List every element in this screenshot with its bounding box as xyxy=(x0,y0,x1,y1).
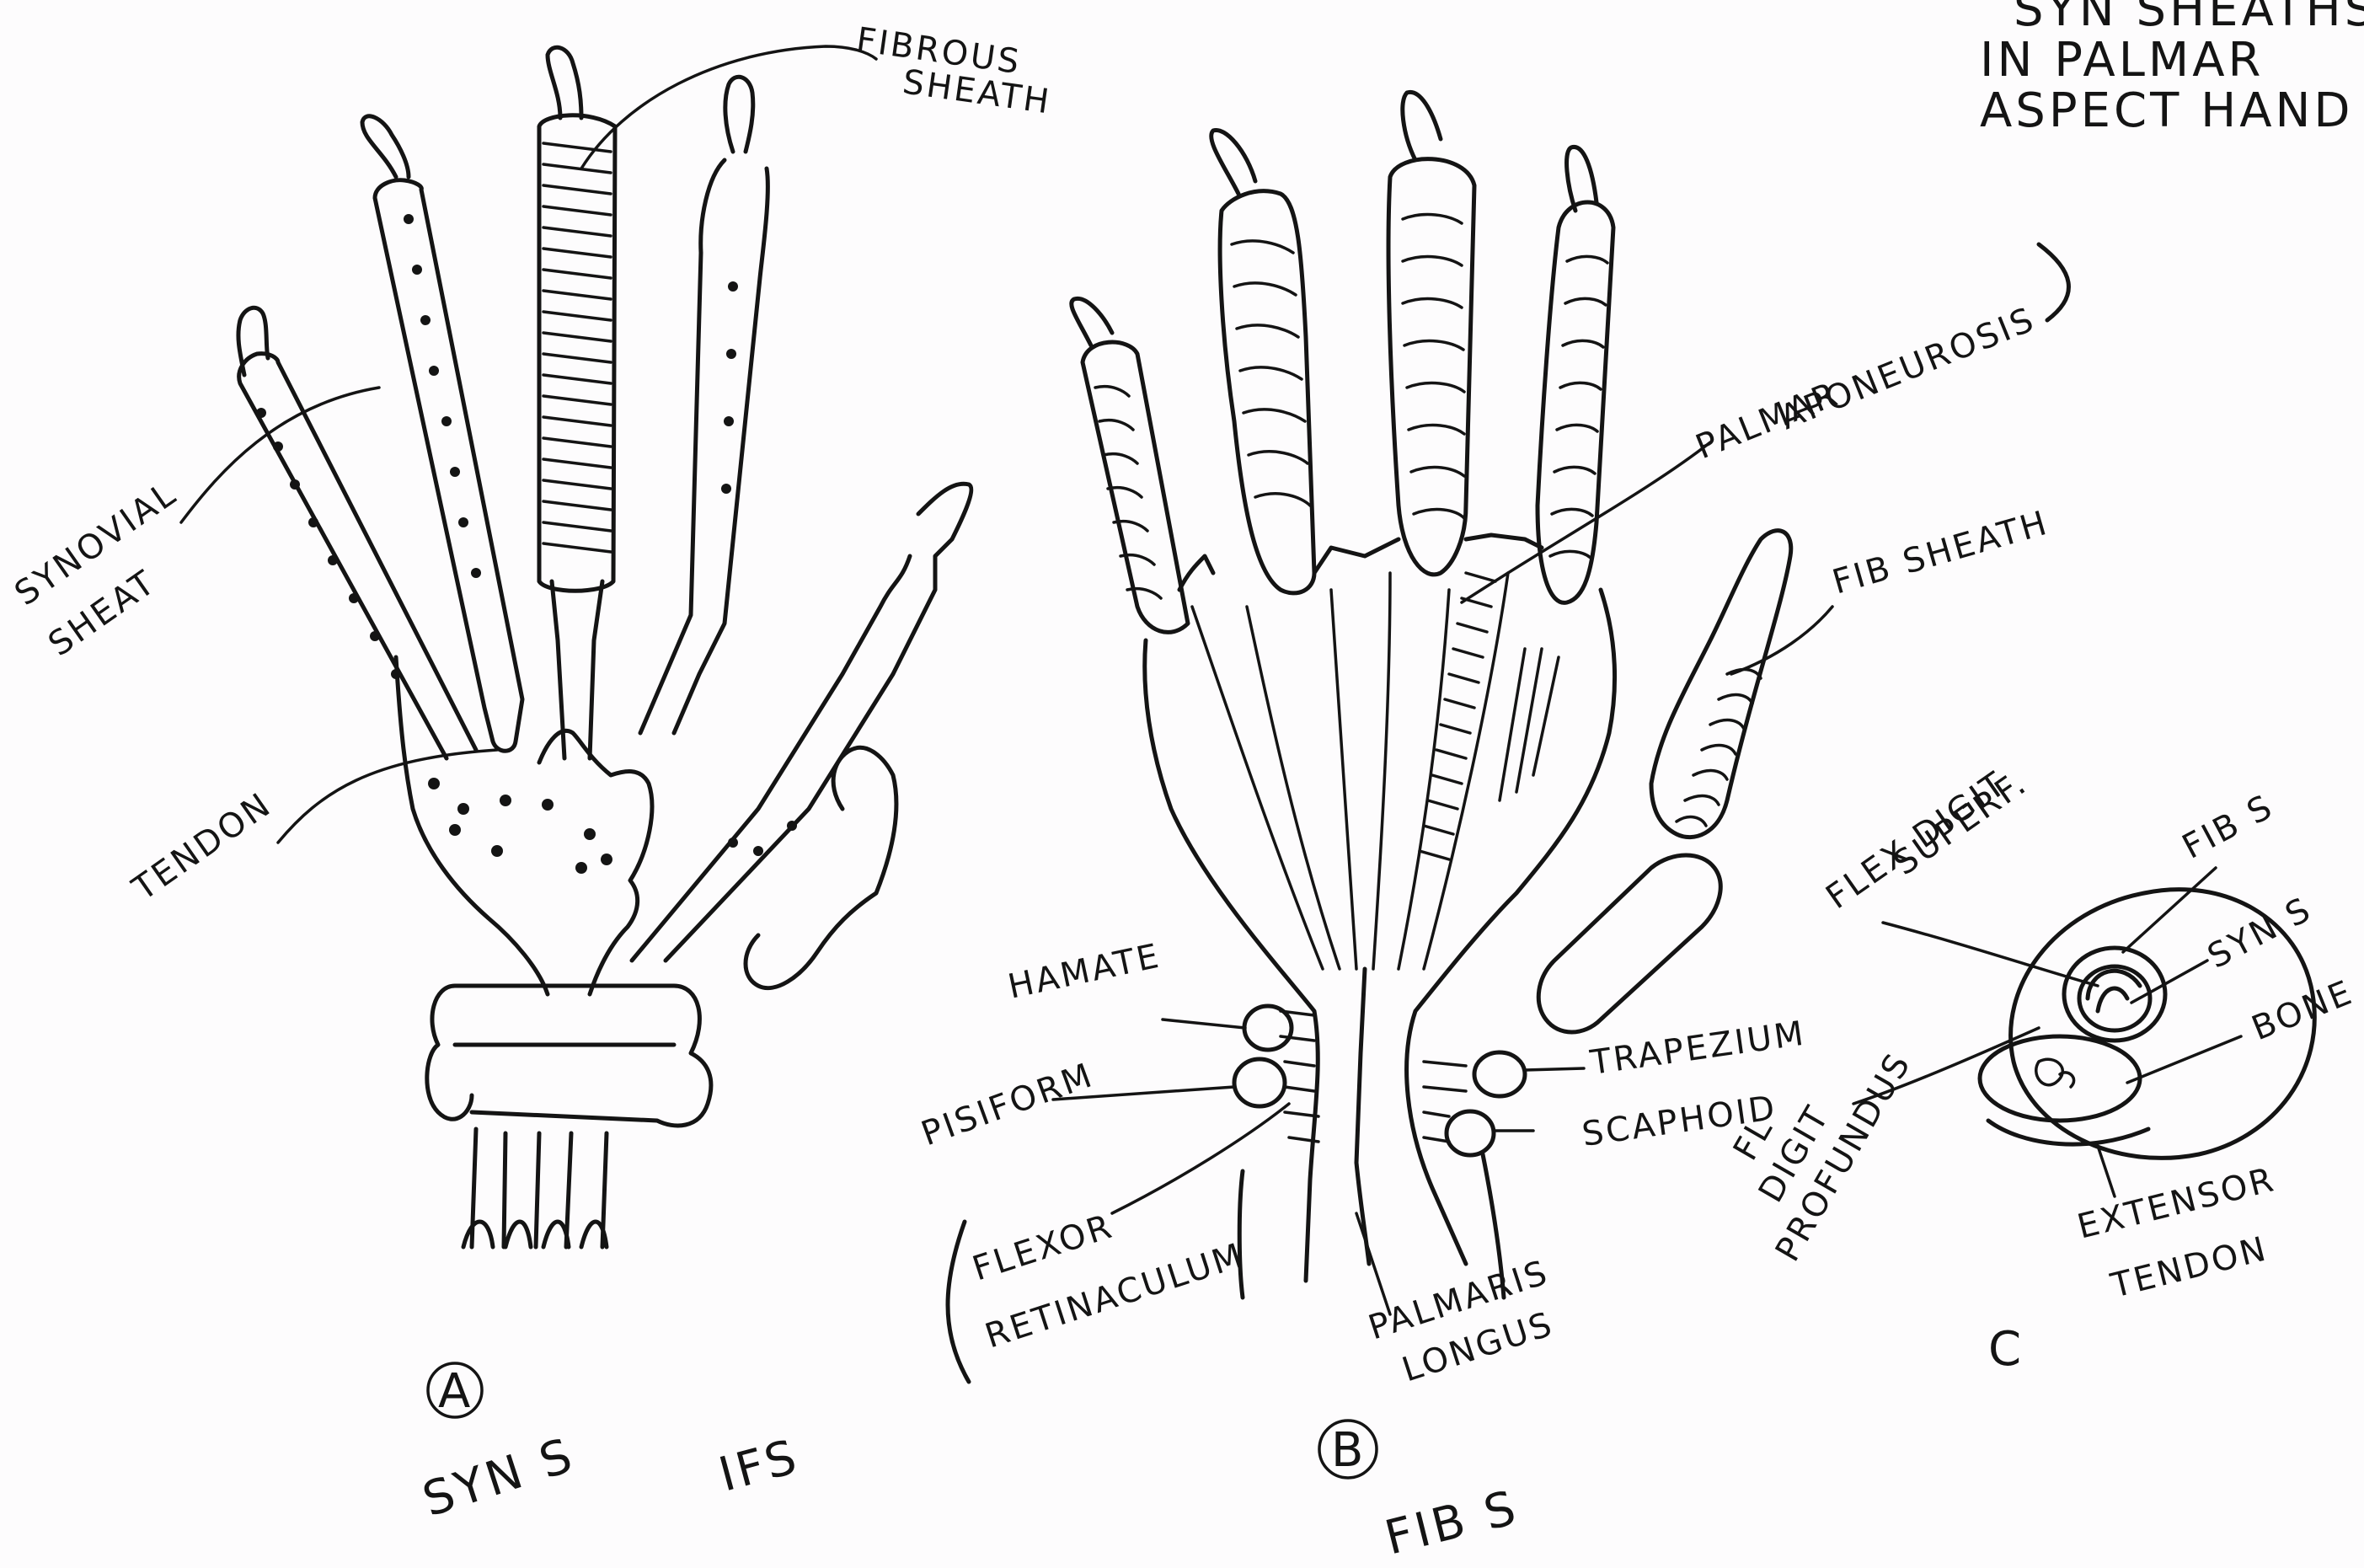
panel-a-finger-ring xyxy=(362,116,522,751)
label-extensor-tendon-2: TENDON xyxy=(2106,1229,2271,1306)
corner-note-line-2: IN PALMAR xyxy=(1980,33,2264,88)
panel-a-hand xyxy=(181,46,971,1247)
panel-b-bracket-aponeurosis xyxy=(2039,244,2068,320)
panel-b-finger-middle xyxy=(1388,92,1474,575)
panel-c-leader-bone xyxy=(2127,1036,2241,1083)
panel-c-leader-superf xyxy=(1883,923,2098,986)
panel-b-hand xyxy=(948,92,2068,1382)
panel-b-palm-outline xyxy=(1145,535,1615,1281)
panel-a-leader-fibrous xyxy=(581,46,876,169)
panel-c-letter: C xyxy=(1988,1322,2024,1377)
panel-a-synovial-dots xyxy=(256,214,797,874)
label-palmar-aponeurosis-2: APONEUROSIS xyxy=(1775,300,2041,437)
trapezium-bone xyxy=(1474,1052,1525,1096)
panel-b-leader-palmaris xyxy=(1356,1213,1390,1314)
mid-note: IFS xyxy=(714,1429,805,1502)
panel-a-finger-index xyxy=(640,77,767,733)
label-pisiform: PISIFORM xyxy=(917,1056,1099,1153)
panel-b-letter: B xyxy=(1331,1423,1367,1478)
panel-b-leader-retinaculum xyxy=(1112,1104,1289,1213)
label-fib-sheath: FIB SHEATH xyxy=(1828,503,2053,602)
panel-c-bone-detail xyxy=(2036,1059,2074,1087)
panel-a-wrist-bones xyxy=(427,986,711,1126)
panel-b-leader-fib-sheath xyxy=(1731,607,1832,674)
panel-b-leader-hamate xyxy=(1163,1019,1245,1028)
panel-a-caption: SYN S xyxy=(416,1427,581,1528)
panel-b-aponeurosis-lines xyxy=(1192,573,1559,969)
corner-note-line-1: SYN SHEATHS xyxy=(2014,0,2364,37)
label-bone: BONE xyxy=(2247,973,2360,1049)
panel-b-caption: FIB S xyxy=(1380,1480,1524,1566)
panel-b-bracket-retinaculum xyxy=(948,1222,969,1382)
panel-c-superficialis-tendon xyxy=(2088,971,2140,1011)
panel-c-leader-fib-s xyxy=(2123,868,2216,952)
panel-a-finger-little xyxy=(238,308,476,758)
corner-note-line-3: ASPECT HAND xyxy=(1980,83,2354,138)
panel-b-thumb-hatching xyxy=(1677,670,1761,826)
panel-a-fibrous-sheath-hatching xyxy=(543,143,611,552)
panel-b-finger-index xyxy=(1538,147,1613,602)
label-fib-s: FIB S xyxy=(2176,787,2280,867)
panel-c-cross-section xyxy=(1853,868,2314,1196)
panel-b-finger-ring xyxy=(1211,130,1314,592)
label-syn-s: SYN S xyxy=(2201,890,2319,977)
pisiform-bone xyxy=(1234,1059,1285,1106)
panel-b-finger-little xyxy=(1072,298,1188,632)
scaphoid-bone xyxy=(1447,1111,1494,1155)
panel-b-carpal-region xyxy=(1234,969,1525,1298)
panel-a-letter: A xyxy=(438,1364,473,1419)
panel-a-forearm-tendons xyxy=(463,1129,607,1247)
panel-a-thumb xyxy=(632,484,971,987)
panel-b-thumb xyxy=(1538,531,1790,1032)
panel-a-leader-tendon xyxy=(278,750,497,843)
label-trapezium: TRAPEZIUM xyxy=(1587,1014,1808,1084)
label-tendon: TENDON xyxy=(126,785,280,909)
panel-a-palm-outline xyxy=(396,657,652,994)
label-hamate: HAMATE xyxy=(1005,937,1164,1007)
label-flexor-retinaculum-1: FLEXOR xyxy=(968,1207,1118,1288)
panel-b-leader-trapezium xyxy=(1525,1068,1584,1070)
